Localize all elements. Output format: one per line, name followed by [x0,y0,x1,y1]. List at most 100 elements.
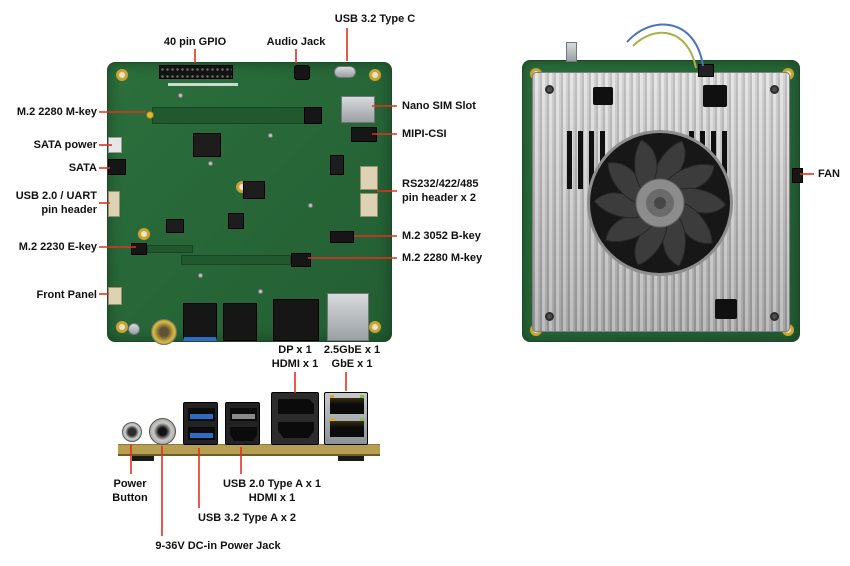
usb2-port[interactable] [230,408,257,421]
m2-2230-slot [147,245,193,253]
usb32-port-a[interactable] [188,408,215,421]
capacitor [308,203,313,208]
label-m2-2280: M.2 2280 M-key [16,106,97,118]
front-panel-header [108,287,122,305]
label-audio-jack: Audio Jack [266,36,326,48]
heatsink-screw [545,85,554,94]
label-usb-c: USB 3.2 Type C [334,13,416,25]
power-button-top-view [128,323,140,335]
chip [193,133,221,157]
fan-blades [593,139,727,267]
io-panel-pcb-edge [118,444,380,456]
lan-port-stack[interactable] [324,392,368,445]
sata-power-connector [108,137,122,153]
lan-led [330,418,334,421]
heatsink-vent [715,299,737,319]
motherboard-top-view [107,62,392,345]
capacitor [178,93,183,98]
dp-hdmi-port-stack[interactable] [271,392,319,445]
label-power-button: Power Button [112,478,148,505]
heatsink-screw [770,85,779,94]
dc-jack-top-view [151,319,177,345]
label-m2-2280-center: M.2 2280 M-key [402,252,483,264]
label-usb32: USB 3.2 Type A x 2 [197,512,297,524]
m2-2230-e-key-connector [131,243,147,255]
chip [166,219,184,233]
capacitor [258,289,263,294]
nano-sim-slot-connector [341,96,375,123]
lan-port-2-5gbe[interactable] [330,398,364,414]
hdmi-port[interactable] [278,422,314,438]
fan-connector [792,168,803,183]
m2-2280-connector [304,107,322,124]
usb-tongue [190,414,213,419]
usb-c-port [334,66,356,78]
lan-led [360,418,364,421]
rs232-pin-header-1 [360,166,378,190]
heatsink-screw [770,312,779,321]
usb-tongue [232,414,255,419]
label-dc-in: 9-36V DC-in Power Jack [155,540,281,552]
chip [243,181,265,199]
label-gpio: 40 pin GPIO [163,36,227,48]
lan-led [330,395,334,398]
lan-led [360,395,364,398]
label-nano-sim: Nano SIM Slot [402,100,476,112]
chip [228,213,244,229]
usb-uart-pin-header [108,191,120,217]
label-sata-power: SATA power [33,139,97,151]
label-m2-2230: M.2 2230 E-key [18,241,97,253]
capacitor [268,133,273,138]
usb32-port-b[interactable] [188,427,215,440]
audio-jack-connector [294,65,310,80]
mounting-hole [116,69,128,81]
usb32-port-stack[interactable] [183,402,218,445]
mounting-hole [369,321,381,333]
heatsink-screw [545,312,554,321]
dp-port[interactable] [278,399,314,414]
label-front-panel: Front Panel [36,289,97,301]
cooling-fan [587,130,733,276]
capacitor [198,273,203,278]
dp-hdmi-stack-top-view [273,299,319,341]
usb-tongue [190,433,213,438]
label-lan: 2.5GbE x 1 GbE x 1 [323,344,381,371]
io-panel-foot [338,456,364,461]
fan-wire-plug [698,64,714,77]
heatsink-vent [703,85,727,107]
mounting-hole [116,321,128,333]
usb32-stack-top-view [183,303,217,341]
mounting-hole [138,228,150,240]
m2-standoff-screw [146,111,154,119]
dc-in-jack[interactable] [149,418,176,445]
mipi-csi-connector [351,127,377,142]
m2-2280-center-slot [181,255,291,265]
m2-2280-slot [152,107,312,124]
m2-2280-center-connector [291,253,311,267]
lan-port-gbe[interactable] [330,421,364,437]
rs232-pin-header-2 [360,193,378,217]
heatsink-vent [593,87,613,105]
power-button[interactable] [122,422,142,442]
sata-connector [108,159,126,175]
label-usb-uart: USB 2.0 / UART pin header [15,190,97,217]
label-sata: SATA [68,162,97,174]
lan-stack-top-view [327,293,369,341]
m2-3052-b-key-connector [330,231,354,243]
label-usb2-hdmi: USB 2.0 Type A x 1 HDMI x 1 [222,478,322,505]
mounting-hole [369,69,381,81]
usb2-hdmi-port-stack[interactable] [225,402,260,445]
hdmi-port[interactable] [230,427,257,441]
label-mipi-csi: MIPI-CSI [402,128,447,140]
antenna-connector [566,42,577,62]
silkscreen-text [168,83,238,86]
chip [330,155,344,175]
io-panel-foot [132,456,154,461]
label-m2-3052: M.2 3052 B-key [402,230,481,242]
usb2-hdmi-stack-top-view [223,303,257,341]
label-dp-hdmi: DP x 1 HDMI x 1 [271,344,319,371]
gpio-header [159,65,233,79]
label-rs232: RS232/422/485 pin header x 2 [402,178,479,205]
label-fan: FAN [818,168,840,180]
